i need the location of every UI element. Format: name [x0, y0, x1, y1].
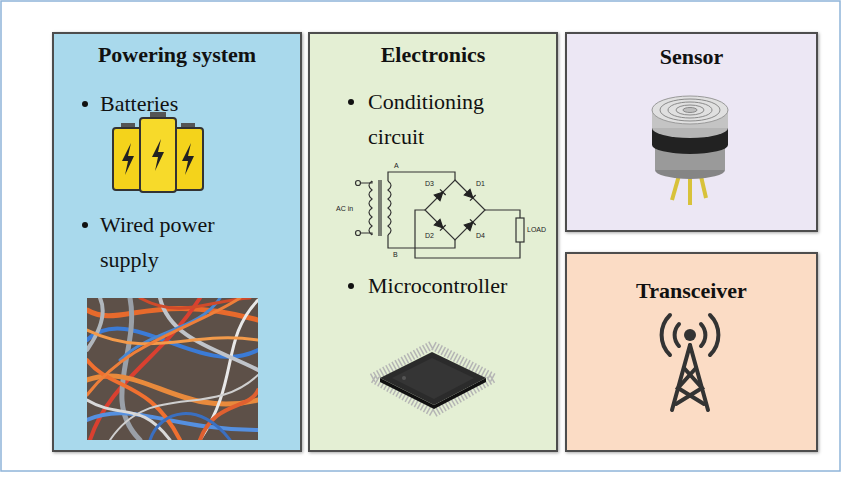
wires-photo [87, 298, 258, 440]
sensor-image [652, 96, 728, 205]
bullet-dot [82, 101, 88, 107]
bullet-dot [82, 222, 88, 228]
diode-label: D2 [425, 232, 434, 240]
electronics-panel: ElectronicsConditioning circuitMicrocont… [308, 32, 558, 452]
terminal-label: AC in [336, 205, 353, 213]
panel-title: Powering system [52, 40, 302, 70]
terminal-label: B [393, 251, 398, 259]
bullet-text: Microcontroller [368, 268, 550, 303]
antenna-icon [662, 315, 719, 410]
batteries-icon [113, 112, 203, 192]
rectifier-circuit [356, 172, 525, 258]
bullet-text: Batteries [100, 86, 290, 121]
terminal-label: A [394, 162, 399, 170]
panel-title: Transceiver [565, 276, 818, 306]
bullet-dot [348, 283, 354, 289]
transceiver-panel: Transceiver [565, 252, 818, 452]
load-label: LOAD [527, 226, 546, 234]
diode-label: D4 [476, 232, 485, 240]
bullet-text: Wired power supply [100, 207, 265, 277]
bullet-dot [348, 99, 354, 105]
powering-panel: Powering systemBatteriesWired power supp… [52, 32, 302, 452]
panel-title: Electronics [308, 40, 558, 70]
panel-title: Sensor [565, 42, 818, 72]
diode-label: D1 [476, 180, 485, 188]
outer-frame [1, 1, 840, 471]
diode-label: D3 [425, 180, 434, 188]
sensor-panel: Sensor [565, 32, 818, 232]
microcontroller-chip [372, 345, 494, 413]
bullet-text: Conditioning circuit [368, 84, 518, 154]
